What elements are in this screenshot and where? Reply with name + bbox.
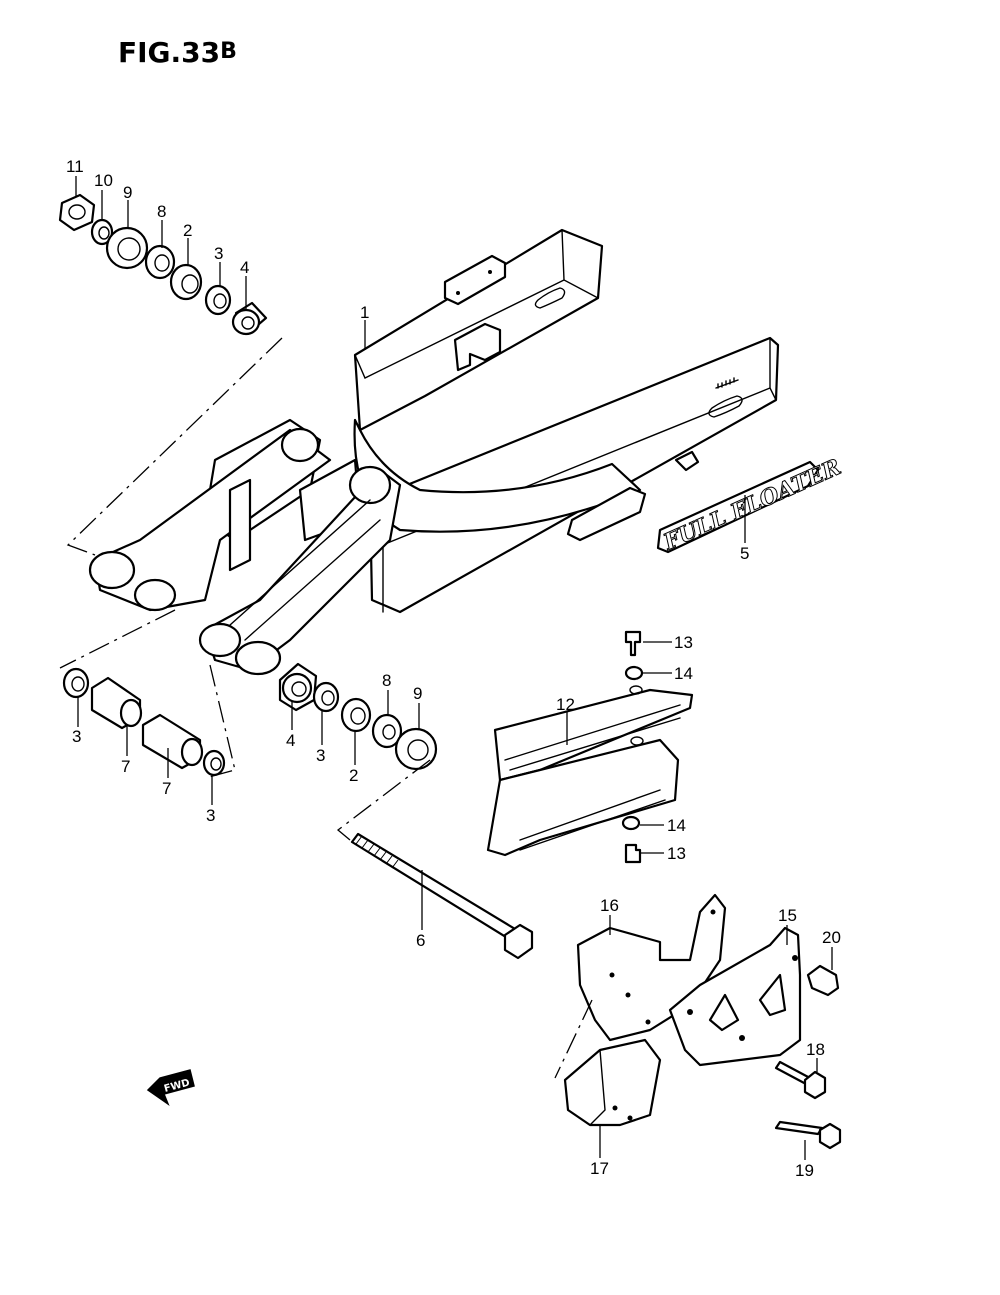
figure-title: FIG.33B — [118, 36, 237, 69]
leader-lines — [75, 176, 833, 1160]
callout-20: 20 — [822, 928, 841, 947]
callout-17: 17 — [590, 1159, 609, 1178]
callout-19: 19 — [795, 1161, 814, 1180]
callout-5: 5 — [740, 544, 749, 563]
callout-8: 8 — [157, 202, 166, 221]
pivot-bolt — [350, 832, 534, 960]
chain-guide — [486, 630, 694, 864]
callout-13-top: 13 — [674, 633, 693, 652]
callout-14-top: 14 — [674, 664, 693, 683]
lower-left-stack — [62, 667, 226, 777]
callout-2: 2 — [183, 221, 192, 240]
fwd-arrow: FWD — [146, 1069, 195, 1107]
callout-16: 16 — [600, 896, 619, 915]
callout-8-lower: 8 — [382, 671, 391, 690]
lower-right-stack — [278, 662, 438, 771]
callout-14-bottom: 14 — [667, 816, 686, 835]
bolts-right — [774, 964, 842, 1150]
callout-9: 9 — [123, 183, 132, 202]
callout-4: 4 — [240, 258, 249, 277]
bracket-assembly — [563, 893, 802, 1127]
callout-6: 6 — [416, 931, 425, 950]
callout-3-lower-left: 3 — [72, 727, 81, 746]
callout-18: 18 — [806, 1040, 825, 1059]
swingarm — [88, 228, 780, 676]
callout-2-lower: 2 — [349, 766, 358, 785]
callout-3: 3 — [214, 244, 223, 263]
callout-12: 12 — [556, 695, 575, 714]
upper-bearing-stack — [58, 193, 268, 336]
callout-13-bottom: 13 — [667, 844, 686, 863]
callout-1: 1 — [360, 303, 369, 322]
callout-labels: 11 10 9 8 2 3 4 1 5 13 14 12 14 13 3 7 7… — [66, 157, 841, 1180]
callout-4-lower: 4 — [286, 731, 295, 750]
callout-7-a: 7 — [121, 757, 130, 776]
callout-3-lower-mid: 3 — [206, 806, 215, 825]
alignment-lines — [59, 337, 593, 1079]
callout-7-b: 7 — [162, 779, 171, 798]
callout-3-lower-right: 3 — [316, 746, 325, 765]
callout-11: 11 — [66, 157, 84, 176]
callout-15: 15 — [778, 906, 797, 925]
callout-9-lower: 9 — [413, 684, 422, 703]
callout-10: 10 — [94, 171, 113, 190]
